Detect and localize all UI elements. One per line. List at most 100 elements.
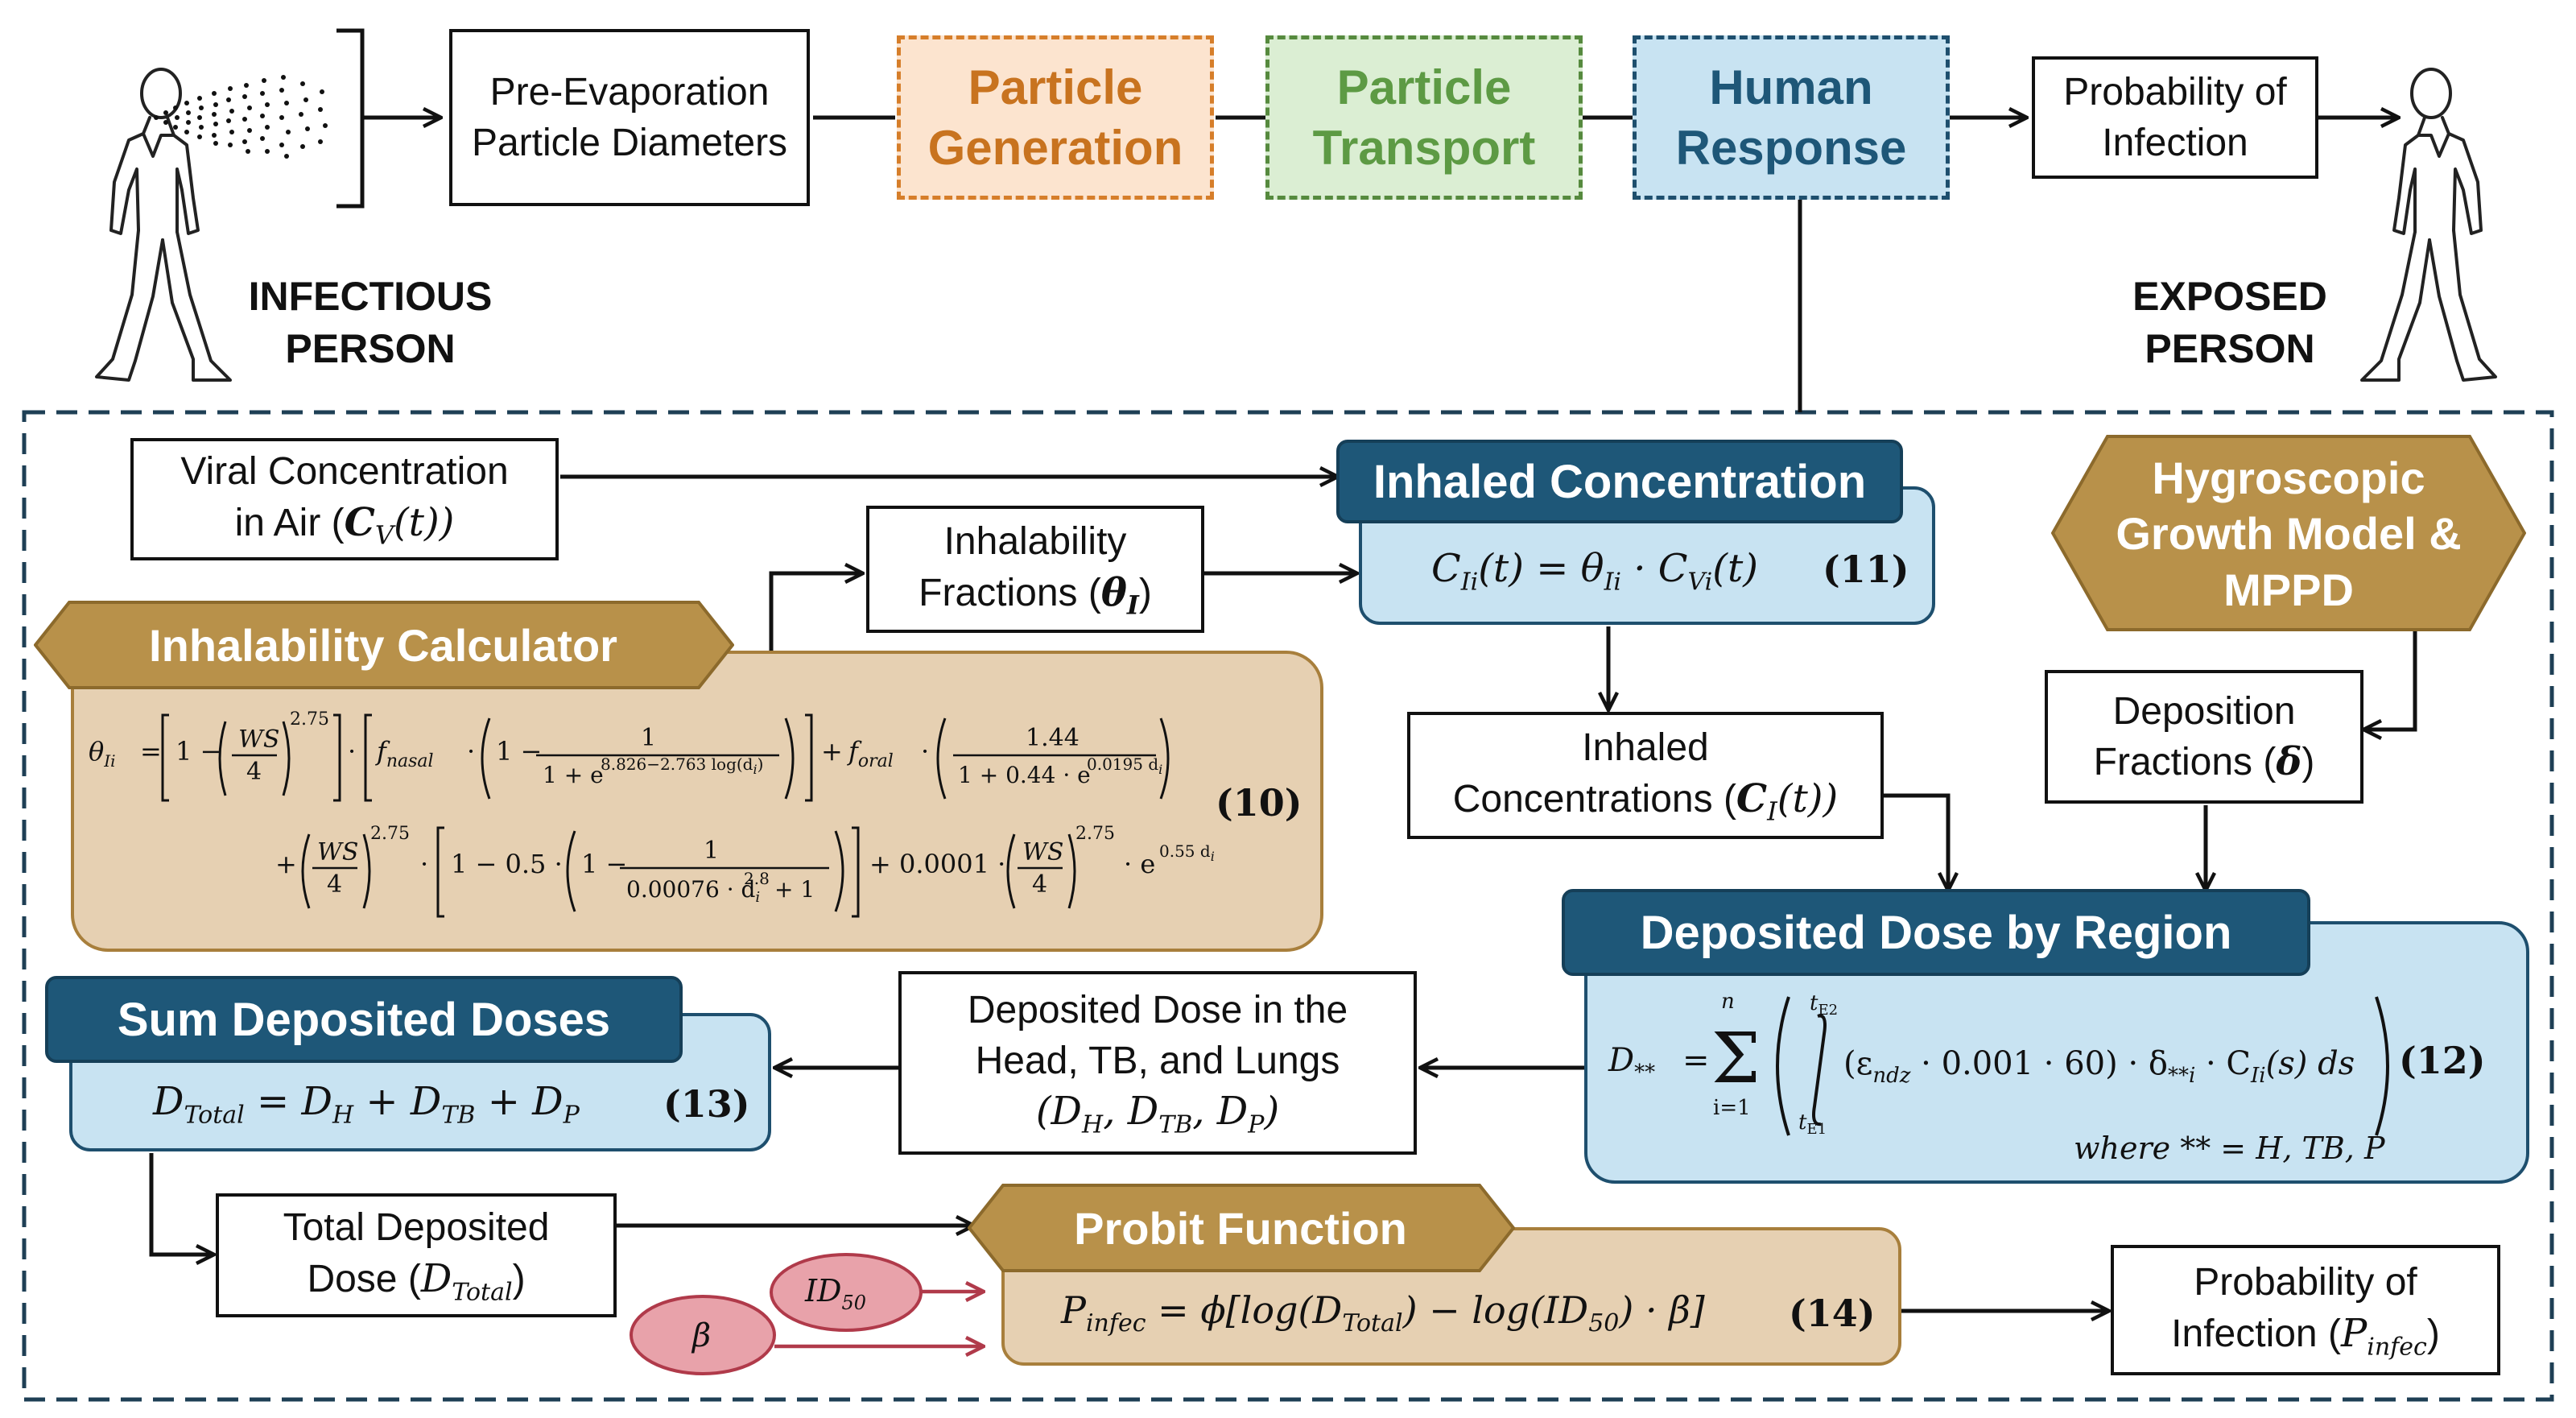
eq14-equation: Pinfec = ϕ[log(DTotal) − log(ID50) · β] <box>1061 1288 1705 1338</box>
viral-concentration-box: Viral Concentration in Air (CV(t)) <box>130 438 559 560</box>
pre-evaporation-box: Pre-Evaporation Particle Diameters <box>449 29 810 206</box>
inhalability-calculator-title: Inhalability Calculator <box>149 619 617 671</box>
svg-text:2.75: 2.75 <box>370 824 410 844</box>
deposited-dose-head-box: Deposited Dose in the Head, TB, and Lung… <box>898 971 1417 1155</box>
svg-text:1 + e: 1 + e <box>543 762 604 788</box>
deposited-dose-head-line2: Head, TB, and Lungs <box>975 1039 1340 1082</box>
infectious-person-icon <box>95 68 232 382</box>
svg-text:=: = <box>140 736 162 767</box>
svg-text:foral: foral <box>847 736 894 771</box>
eq11-number: (11) <box>1823 548 1909 591</box>
sum-deposited-doses-header: Sum Deposited Doses <box>45 976 683 1063</box>
svg-text:+: + <box>275 849 297 879</box>
total-deposited-dose-box: Total Deposited Dose (DTotal) <box>216 1193 617 1317</box>
svg-text:·: · <box>921 736 929 767</box>
svg-text:·: · <box>348 736 356 767</box>
inhaled-concentrations-line2: Concentrations (CI(t)) <box>1452 775 1839 827</box>
eq14-number: (14) <box>1789 1292 1876 1335</box>
viral-conc-line1: Viral Concentration <box>180 450 509 494</box>
exposed-person-icon <box>2360 68 2497 382</box>
svg-text:fnasal: fnasal <box>375 736 434 771</box>
inhalability-fractions-line2: Fractions (θI) <box>919 569 1152 621</box>
final-prob-line2: Infection (Pinfec) <box>2171 1310 2440 1362</box>
deposition-fractions-line2: Fractions (δ) <box>2093 739 2315 784</box>
svg-text:1 −: 1 − <box>175 736 221 767</box>
svg-text:WS: WS <box>238 726 279 754</box>
deposited-dose-head-line3: (DH, DTB, DP) <box>1035 1089 1280 1139</box>
inhalability-fractions-box: Inhalability Fractions (θI) <box>866 506 1204 633</box>
svg-text:=: = <box>1682 1042 1710 1079</box>
svg-text:0.55 di: 0.55 di <box>1159 841 1215 864</box>
hygroscopic-hexagon-shape <box>2051 435 2526 631</box>
eq10-theta: θIi <box>89 736 116 771</box>
svg-text:1 −: 1 − <box>581 849 627 879</box>
svg-text:4: 4 <box>246 758 262 786</box>
inhalability-calculator-body <box>71 651 1323 952</box>
svg-text:2.75: 2.75 <box>290 709 329 730</box>
svg-text:· e: · e <box>1124 849 1155 879</box>
total-deposited-line1: Total Deposited <box>283 1206 550 1250</box>
svg-text:+: + <box>821 736 843 767</box>
svg-text:2.8: 2.8 <box>744 869 770 888</box>
eq12-number: (12) <box>2399 1039 2486 1082</box>
spray-particles-icon <box>154 75 328 159</box>
svg-text:1 + 0.44 · e: 1 + 0.44 · e <box>958 762 1091 788</box>
inhaled-concentration-header: Inhaled Concentration <box>1336 440 1903 523</box>
inhalability-fractions-line1: Inhalability <box>943 520 1127 564</box>
svg-text:1 − 0.5 ·: 1 − 0.5 · <box>451 849 563 879</box>
svg-text:1: 1 <box>704 837 719 865</box>
inhalability-calculator-banner-shape <box>34 601 734 689</box>
eq12-where: where ** = H, TB, P <box>2074 1131 2385 1166</box>
particle-transport-stage: Particle Transport <box>1265 35 1583 200</box>
viral-conc-line2: in Air (CV(t)) <box>234 499 455 551</box>
svg-text:ID50: ID50 <box>804 1273 866 1314</box>
deposition-fractions-line1: Deposition <box>2112 689 2296 733</box>
eq13-equation: DTotal = DH + DTB + DP <box>153 1079 580 1130</box>
hygroscopic-title: Hygroscopic Growth Model & MPPD <box>2116 452 2462 615</box>
equation-12: D** = n Σ i=1 tE2 tE1 (εndz · 0.001 · 60… <box>1608 990 2389 1138</box>
eq13-number: (13) <box>663 1082 750 1126</box>
svg-text:WS: WS <box>317 838 358 866</box>
svg-text:(εndz · 0.001 · 60) · δ**i ·: (εndz · 0.001 · 60) · δ**i · CIi(s) ds <box>1843 1045 2355 1088</box>
svg-text:·: · <box>467 736 475 767</box>
svg-text:+ 1: + 1 <box>774 876 815 903</box>
probability-of-infection-final-box: Probability of Infection (Pinfec) <box>2111 1245 2500 1375</box>
svg-text:1: 1 <box>641 724 656 752</box>
deposited-dose-region-header: Deposited Dose by Region <box>1562 889 2310 976</box>
svg-text:·: · <box>420 849 428 879</box>
total-deposited-line2: Dose (DTotal) <box>307 1255 526 1307</box>
svg-text:D**: D** <box>1608 1042 1655 1085</box>
probability-of-infection-top-box: Probability of Infection <box>2032 56 2318 179</box>
svg-text:1.44: 1.44 <box>1026 724 1080 752</box>
infectious-person-label: INFECTIOUS PERSON <box>248 274 493 371</box>
svg-text:tE2: tE2 <box>1810 991 1838 1019</box>
svg-text:β: β <box>691 1317 711 1354</box>
exposed-person-label: EXPOSED PERSON <box>2132 274 2327 371</box>
svg-text:4: 4 <box>327 870 342 899</box>
final-prob-line1: Probability of <box>2194 1261 2417 1304</box>
svg-text:0.0195 di: 0.0195 di <box>1087 754 1162 777</box>
equation-10: θIi = 1 − WS 4 2.75 · fnasal · 1 − 1 1 +… <box>89 709 1215 918</box>
eq10-number: (10) <box>1216 781 1302 825</box>
deposited-dose-head-line1: Deposited Dose in the <box>967 988 1348 1031</box>
svg-text:WS: WS <box>1022 838 1063 866</box>
particle-generation-stage: Particle Generation <box>897 35 1214 200</box>
svg-text:1 −: 1 − <box>496 736 542 767</box>
inhaled-concentration-equation: CIi(t) = θIi · CVi(t) <box>1431 546 1758 597</box>
deposition-fractions-box: Deposition Fractions (δ) <box>2045 670 2363 804</box>
svg-text:+ 0.0001 ·: + 0.0001 · <box>869 849 1005 879</box>
svg-text:n: n <box>1721 990 1735 1014</box>
probit-function-banner-shape <box>968 1184 1515 1272</box>
model-region-border <box>22 410 2554 1402</box>
svg-text:2.75: 2.75 <box>1075 824 1115 844</box>
human-response-stage: Human Response <box>1633 35 1950 200</box>
svg-text:Σ: Σ <box>1711 1019 1761 1099</box>
id50-ellipse: ID50 <box>770 1253 923 1332</box>
beta-ellipse: β <box>630 1295 776 1375</box>
svg-text:4: 4 <box>1032 870 1047 899</box>
probit-function-title: Probit Function <box>1074 1202 1407 1254</box>
inhaled-concentrations-line1: Inhaled <box>1582 726 1709 770</box>
inhaled-concentrations-box: Inhaled Concentrations (CI(t)) <box>1407 712 1884 839</box>
svg-text:i=1: i=1 <box>1713 1096 1751 1120</box>
